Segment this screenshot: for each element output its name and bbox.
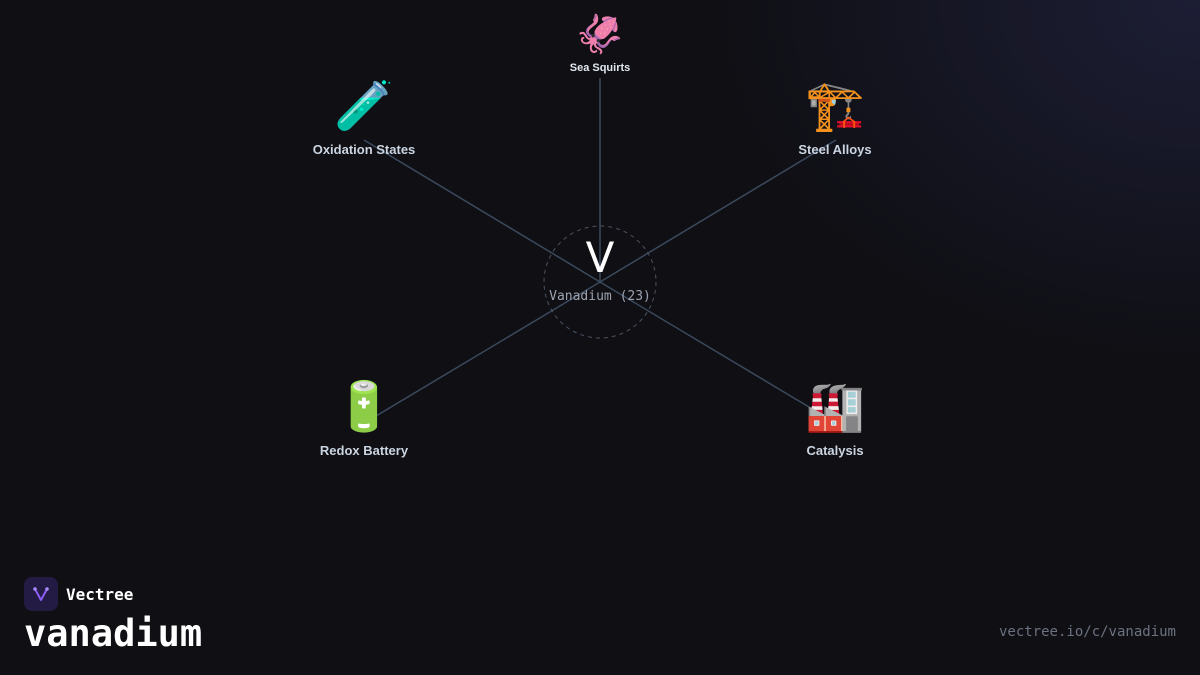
page-url[interactable]: vectree.io/c/vanadium: [998, 624, 1176, 640]
test-tube-icon: 🧪: [334, 78, 394, 134]
element-symbol: V: [585, 233, 615, 282]
factory-icon: 🏭: [805, 379, 865, 435]
element-name: Vanadium (23): [549, 289, 651, 304]
node-oxidation-states[interactable]: 🧪 Oxidation States: [274, 78, 454, 157]
node-label: Steel Alloys: [798, 142, 872, 157]
battery-icon: 🔋: [334, 379, 394, 435]
edge-redox-battery: [375, 281, 601, 417]
edge-catalysis: [599, 281, 825, 417]
node-label: Catalysis: [806, 443, 864, 458]
node-sea-squirts[interactable]: 🦑 Sea Squirts: [510, 12, 690, 74]
node-label: Redox Battery: [319, 443, 409, 458]
node-label: Oxidation States: [312, 142, 416, 157]
node-catalysis[interactable]: 🏭 Catalysis: [745, 379, 925, 458]
squid-icon: 🦑: [576, 12, 624, 56]
center-ring: [543, 225, 657, 339]
node-label: Sea Squirts: [569, 62, 631, 74]
brand-name: Vectree: [66, 584, 134, 604]
page-title: vanadium: [24, 612, 203, 655]
edge-oxidation-states: [363, 139, 601, 283]
crane-icon: 🏗️: [805, 78, 865, 134]
node-steel-alloys[interactable]: 🏗️ Steel Alloys: [745, 78, 925, 157]
node-redox-battery[interactable]: 🔋 Redox Battery: [274, 379, 454, 458]
edge-steel-alloys: [599, 139, 837, 283]
vectree-logo-icon: [24, 577, 58, 611]
brand: Vectree: [24, 577, 133, 611]
